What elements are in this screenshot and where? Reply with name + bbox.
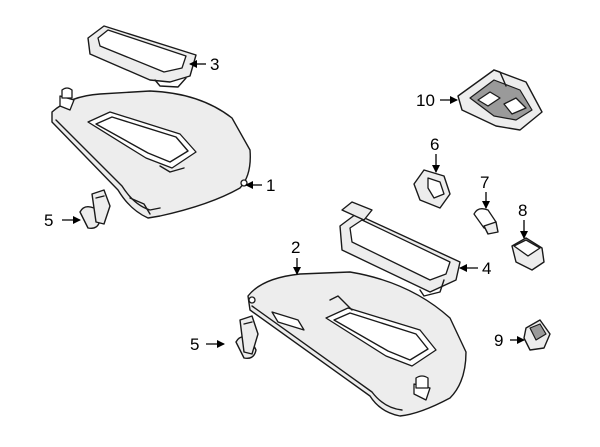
- part-10-overhead-console: [457, 69, 543, 131]
- part-3-vanity-mirror: [87, 25, 197, 88]
- callout-1: 1: [266, 176, 275, 195]
- part-5-retainer-clip-left: [79, 189, 111, 230]
- callout-6: 6: [430, 135, 439, 154]
- part-5-retainer-clip-right: [235, 315, 259, 360]
- callout-5-right: 5: [190, 335, 199, 354]
- callout-5-left: 5: [44, 211, 53, 230]
- part-7-bulb: [473, 208, 499, 235]
- callout-9: 9: [494, 331, 503, 350]
- callout-8: 8: [518, 201, 527, 220]
- part-1-sun-visor: [51, 87, 251, 219]
- part-9-switch: [523, 319, 551, 351]
- part-6-lamp-housing: [413, 169, 451, 209]
- callout-10: 10: [416, 91, 435, 110]
- callout-3: 3: [210, 55, 219, 74]
- part-4-vanity-mirror: [339, 201, 461, 297]
- callout-7: 7: [480, 173, 489, 192]
- part-2-sun-visor: [247, 271, 467, 417]
- part-8-socket: [511, 237, 545, 271]
- callout-arrows: [62, 60, 528, 348]
- callout-labels: 3 1 5 10 6 7 8 4 2 5 9: [44, 55, 527, 354]
- callout-4: 4: [482, 259, 491, 278]
- callout-2: 2: [291, 238, 300, 257]
